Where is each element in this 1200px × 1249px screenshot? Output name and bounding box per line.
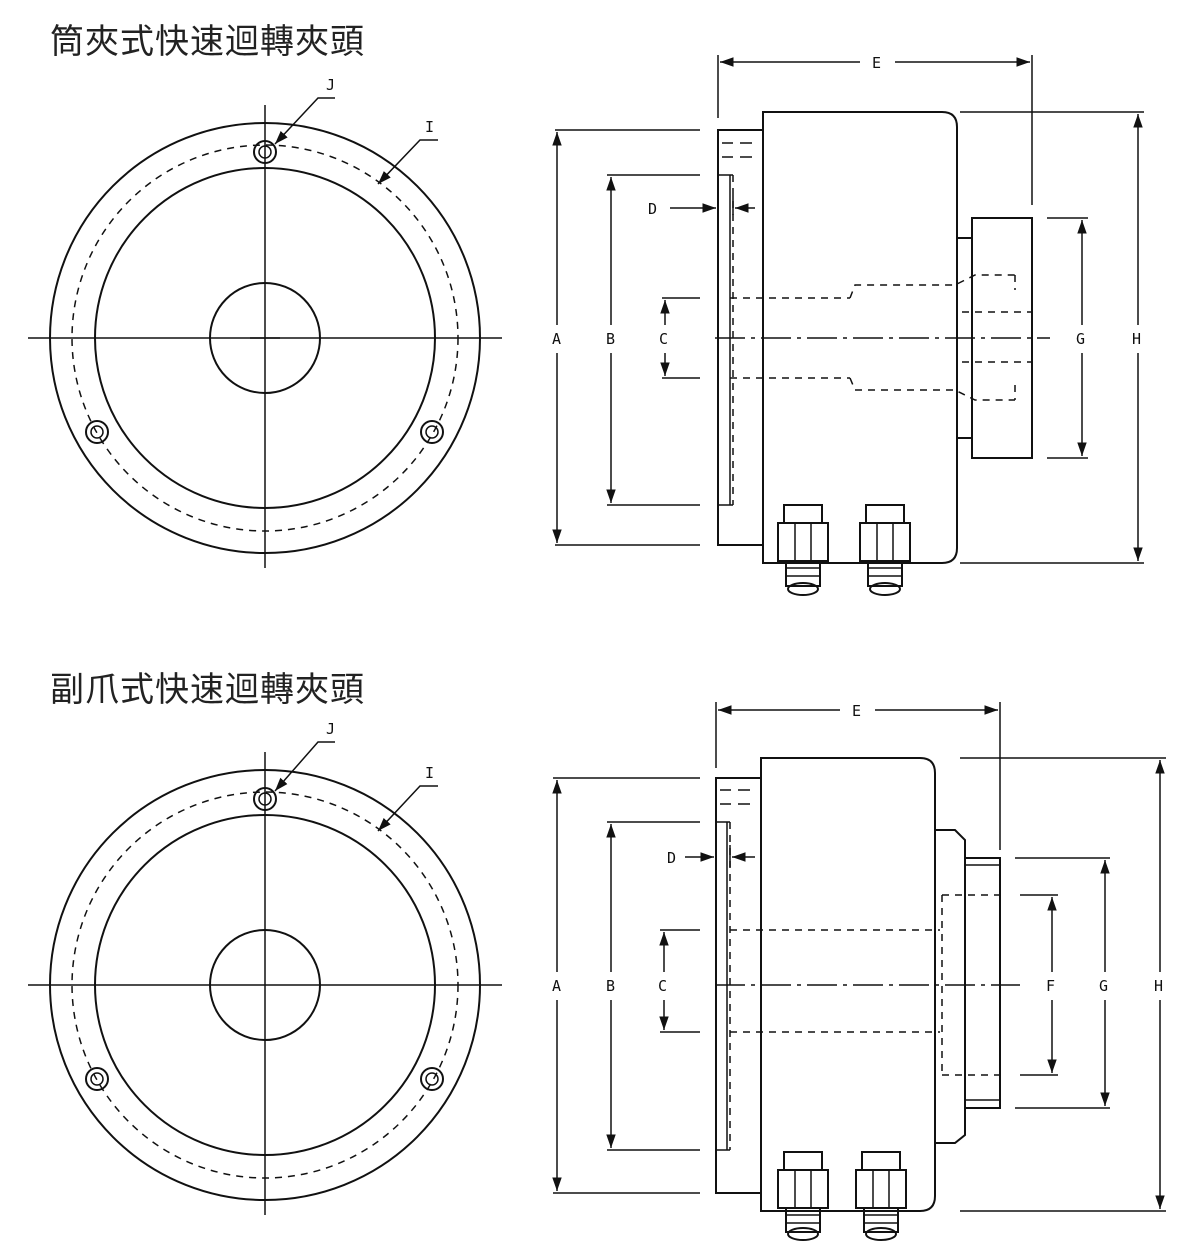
dim-label-c: C xyxy=(659,330,668,348)
air-fitting-left xyxy=(777,504,829,596)
dim-label-a: A xyxy=(552,330,561,348)
label-j: J xyxy=(326,720,335,738)
dim-label-d: D xyxy=(667,849,676,867)
bolt-hole-top xyxy=(253,140,277,164)
front-view-1: J I xyxy=(28,76,502,568)
air-fitting-right xyxy=(859,504,911,596)
bolt-hole-left xyxy=(85,420,109,444)
bolt-hole-top xyxy=(253,787,277,811)
dim-label-h: H xyxy=(1154,977,1163,995)
section-title-collet-chuck: 筒夾式快速迴轉夾頭 xyxy=(50,22,365,62)
dim-label-e: E xyxy=(872,54,881,72)
dim-label-g: G xyxy=(1099,977,1108,995)
bolt-hole-right xyxy=(420,420,444,444)
label-i: I xyxy=(425,118,434,136)
label-j: J xyxy=(326,76,335,94)
side-view-2: A B C D E F G xyxy=(552,702,1166,1241)
dim-label-a: A xyxy=(552,977,561,995)
label-i: I xyxy=(425,764,434,782)
side-view-1: A B C D E G H xyxy=(552,54,1144,596)
dim-label-e: E xyxy=(852,702,861,720)
air-fitting-left xyxy=(777,1151,829,1241)
dim-label-h: H xyxy=(1132,330,1141,348)
dim-label-g: G xyxy=(1076,330,1085,348)
dim-label-b: B xyxy=(606,977,615,995)
dim-label-c: C xyxy=(658,977,667,995)
bolt-hole-left xyxy=(85,1067,109,1091)
dim-label-f: F xyxy=(1046,977,1055,995)
dim-label-d: D xyxy=(648,200,657,218)
section-title-jaw-chuck: 副爪式快速迴轉夾頭 xyxy=(50,670,365,710)
dim-label-b: B xyxy=(606,330,615,348)
air-fitting-right xyxy=(855,1151,907,1241)
front-view-2: J I xyxy=(28,720,502,1215)
bolt-hole-right xyxy=(420,1067,444,1091)
